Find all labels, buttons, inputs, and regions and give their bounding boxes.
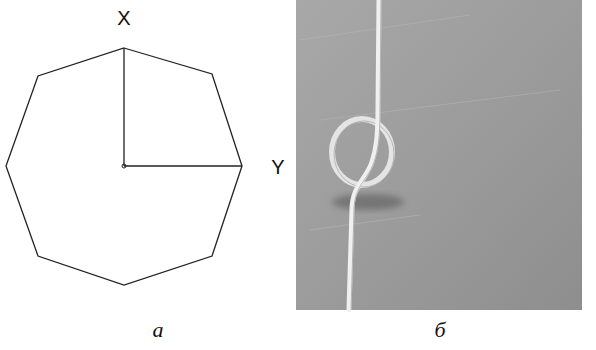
- axis-label: Y: [271, 157, 284, 177]
- x-axis: [123, 48, 124, 166]
- panel-caption: а: [153, 319, 164, 341]
- axis-label: X: [117, 8, 130, 28]
- center-dot: [122, 164, 126, 168]
- panel-caption: б: [434, 319, 445, 341]
- y-axis: [124, 165, 242, 166]
- wire-photo: [296, 0, 582, 310]
- octagon-outline: [6, 48, 242, 285]
